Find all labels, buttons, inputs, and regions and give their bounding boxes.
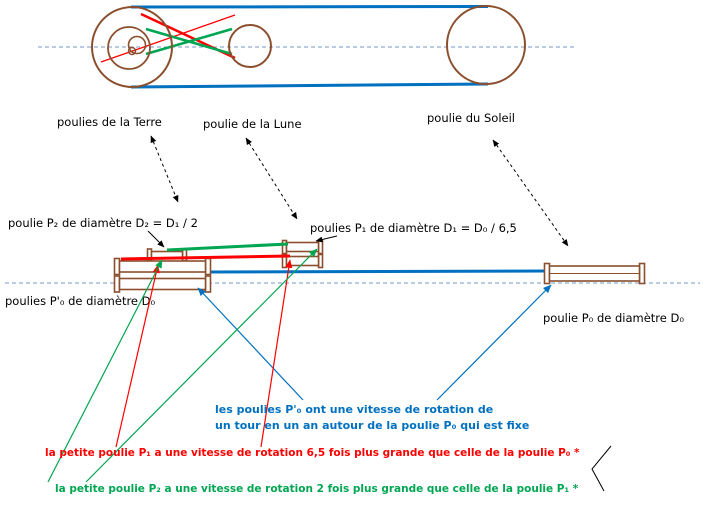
moon-pulley-circle: [228, 24, 272, 68]
earth-pulley-outer-circle: [91, 6, 173, 88]
annotation-blue-line1: les poulies P'₀ ont une vitesse de rotat…: [215, 403, 493, 416]
label-moon-pulley: poulie de la Lune: [203, 117, 302, 131]
dashed-arrow-moon: [245, 137, 298, 220]
annotation-red: la petite poulie P₁ a une vitesse de rot…: [45, 447, 580, 459]
pulley-p0prime-upper-profile: [113, 257, 212, 276]
belt-green-line-2: [145, 27, 233, 56]
belt-red-line-2: [100, 14, 236, 63]
pointer-arrow-p2: [147, 230, 165, 248]
pulley-p0prime-lower-profile: [113, 275, 212, 293]
label-sun-pulley: poulie du Soleil: [427, 111, 515, 125]
dashed-arrow-earth: [150, 135, 179, 203]
red-arrow-left: [115, 264, 160, 448]
green-arrow-right: [85, 248, 318, 483]
earth-axle-circle: [127, 46, 137, 56]
p0prime-lower-body: [118, 277, 207, 291]
p1-top-body: [285, 241, 320, 253]
side-belt-red: [120, 254, 291, 261]
annotation-blue-line2: un tour en un an autour de la poulie P₀ …: [215, 419, 529, 432]
earth-pulley-small-circle: [127, 35, 147, 55]
belt-blue-bottom-line: [130, 82, 489, 89]
side-view: poulie P₂ de diamètre D₂ = D₁ / 2 poulie…: [5, 216, 700, 325]
pointer-arrow-p1: [315, 235, 338, 243]
label-p2: poulie P₂ de diamètre D₂ = D₁ / 2: [8, 216, 198, 230]
blue-arrow-right: [436, 284, 552, 401]
blue-arrow-left: [197, 287, 304, 401]
red-arrow-right: [260, 259, 293, 448]
pulley-p0-profile: [543, 262, 646, 285]
sun-pulley-circle: [446, 5, 526, 85]
annotation-green: la petite poulie P₂ a une vitesse de rot…: [55, 483, 579, 495]
side-belt-blue: [207, 269, 548, 274]
bottom-annotations: les poulies P'₀ ont une vitesse de rotat…: [45, 248, 612, 495]
p0prime-upper-body: [118, 260, 207, 273]
label-p0-prime: poulies P'₀ de diamètre D₀: [5, 294, 156, 308]
dashed-arrow-sun: [492, 139, 569, 247]
label-p0: poulie P₀ de diamètre D₀: [543, 311, 684, 325]
belt-blue-top-line: [130, 5, 489, 9]
label-earth-pulleys: poulies de la Terre: [57, 115, 162, 129]
footnote-link-mark: [591, 445, 612, 492]
label-p1: poulies P₁ de diamètre D₁ = D₀ / 6,5: [310, 221, 517, 235]
green-arrow-left: [47, 259, 163, 483]
top-view: poulies de la Terre poulie de la Lune po…: [38, 5, 575, 247]
side-belt-green: [166, 242, 289, 252]
earth-pulley-middle-circle: [107, 26, 151, 70]
pulley-p1-top-profile: [281, 239, 324, 255]
